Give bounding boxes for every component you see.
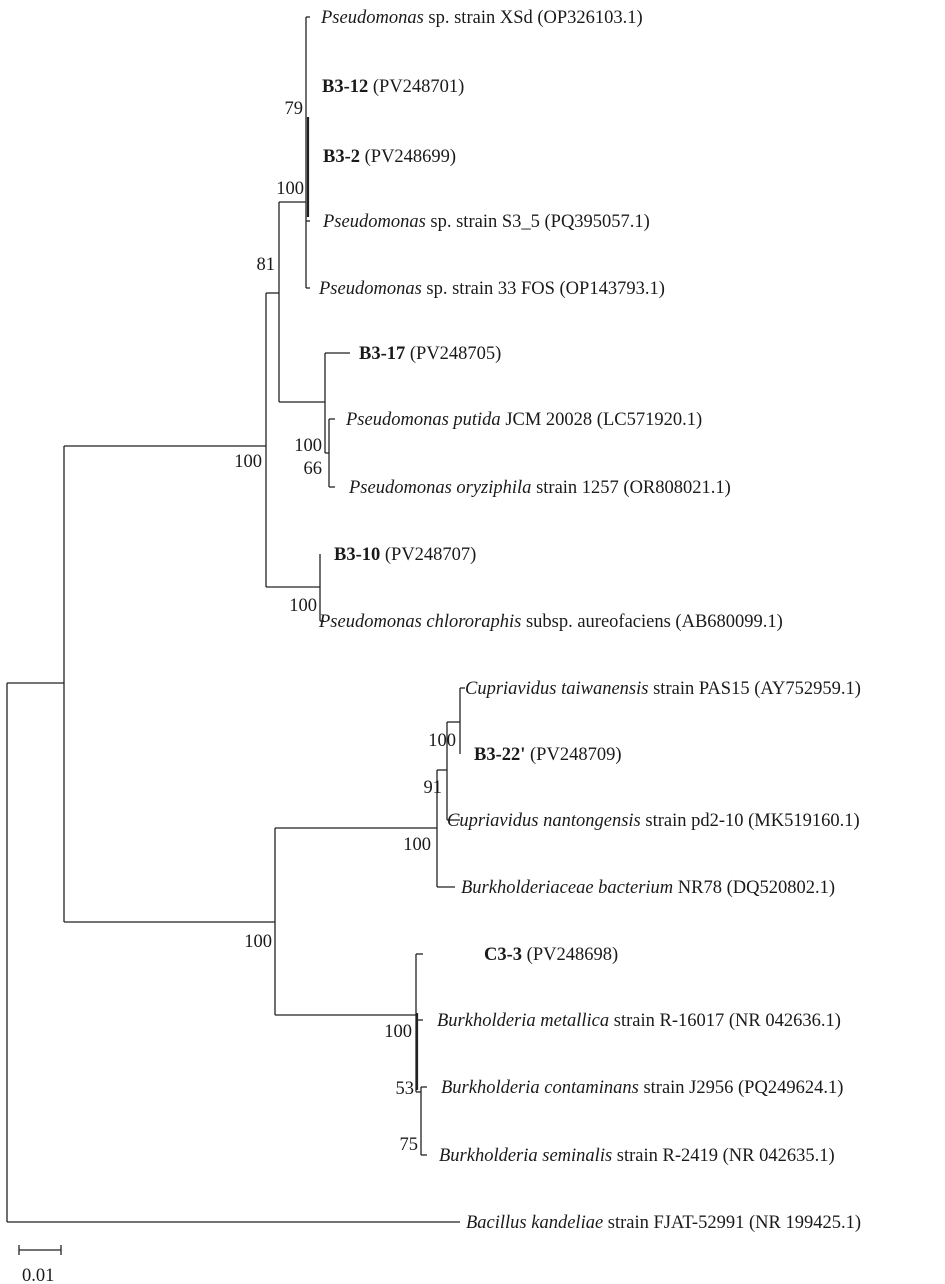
strain-accession: strain R-2419 (NR 042635.1) [612, 1146, 835, 1166]
tip-label: Burkholderia contaminans strain J2956 (P… [441, 1078, 843, 1098]
tip-label: Pseudomonas sp. strain XSd (OP326103.1) [320, 8, 643, 28]
species-name: Burkholderia metallica [437, 1011, 609, 1031]
tip-label: Pseudomonas sp. strain S3_5 (PQ395057.1) [322, 212, 650, 232]
isolate-name: B3-17 [359, 344, 405, 364]
strain-accession: sp. strain S3_5 (PQ395057.1) [426, 212, 650, 232]
species-name: Pseudomonas [320, 8, 424, 28]
tip-label: C3-3 (PV248698) [484, 945, 618, 965]
strain-accession: strain J2956 (PQ249624.1) [639, 1078, 844, 1098]
tip-label: Pseudomonas chlororaphis subsp. aureofac… [318, 612, 783, 632]
bootstrap-value: 81 [257, 255, 276, 275]
tip-label: B3-17 (PV248705) [359, 344, 501, 364]
tip-label: Bacillus kandeliae strain FJAT-52991 (NR… [466, 1213, 861, 1233]
tip-label: Burkholderia metallica strain R-16017 (N… [437, 1011, 841, 1031]
scale-bar-label: 0.01 [22, 1266, 54, 1284]
tip-label: B3-10 (PV248707) [334, 545, 476, 565]
bootstrap-value: 66 [304, 459, 323, 479]
strain-accession: strain FJAT-52991 (NR 199425.1) [603, 1213, 861, 1233]
isolate-name: B3-22' [474, 745, 525, 765]
strain-accession: (PV248701) [368, 77, 464, 97]
bootstrap-value: 91 [424, 778, 443, 798]
isolate-name: C3-3 [484, 945, 522, 965]
bootstrap-value: 100 [384, 1022, 412, 1042]
strain-accession: (PV248707) [380, 545, 476, 565]
species-name: Cupriavidus nantongensis [447, 811, 641, 831]
species-name: Pseudomonas [318, 279, 422, 299]
strain-accession: strain PAS15 (AY752959.1) [648, 679, 860, 699]
tip-label: Cupriavidus taiwanensis strain PAS15 (AY… [465, 679, 861, 699]
strain-accession: strain 1257 (OR808021.1) [531, 478, 730, 498]
species-name: Pseudomonas [322, 212, 426, 232]
strain-accession: (PV248698) [522, 945, 618, 965]
strain-accession: NR78 (DQ520802.1) [673, 878, 835, 898]
bootstrap-value: 100 [294, 436, 322, 456]
tip-label: Burkholderiaceae bacterium NR78 (DQ52080… [461, 878, 835, 898]
bootstrap-value: 53 [396, 1079, 415, 1099]
strain-accession: sp. strain 33 FOS (OP143793.1) [422, 279, 665, 299]
species-name: Burkholderia seminalis [439, 1146, 612, 1166]
bootstrap-value: 79 [285, 99, 304, 119]
tip-label: Burkholderia seminalis strain R-2419 (NR… [439, 1146, 835, 1166]
strain-accession: subsp. aureofaciens (AB680099.1) [521, 612, 783, 632]
tip-label: B3-22' (PV248709) [474, 745, 622, 765]
isolate-name: B3-2 [323, 147, 360, 167]
species-name: Burkholderia contaminans [441, 1078, 639, 1098]
tip-label: B3-2 (PV248699) [323, 147, 456, 167]
tip-label: Pseudomonas putida JCM 20028 (LC571920.1… [345, 410, 702, 430]
bootstrap-value: 100 [428, 731, 456, 751]
bootstrap-value: 75 [400, 1135, 419, 1155]
tip-label: Pseudomonas oryziphila strain 1257 (OR80… [348, 478, 731, 498]
bootstrap-value: 100 [244, 932, 272, 952]
isolate-name: B3-12 [322, 77, 368, 97]
bootstrap-value: 100 [234, 452, 262, 472]
strain-accession: sp. strain XSd (OP326103.1) [424, 8, 643, 28]
species-name: Cupriavidus taiwanensis [465, 679, 648, 699]
strain-accession: JCM 20028 (LC571920.1) [501, 410, 702, 430]
strain-accession: (PV248709) [525, 745, 621, 765]
bootstrap-value: 100 [403, 835, 431, 855]
species-name: Bacillus kandeliae [466, 1213, 603, 1233]
species-name: Pseudomonas oryziphila [348, 478, 531, 498]
isolate-name: B3-10 [334, 545, 380, 565]
strain-accession: (PV248699) [360, 147, 456, 167]
species-name: Pseudomonas chlororaphis [318, 612, 521, 632]
tip-label: Cupriavidus nantongensis strain pd2-10 (… [447, 811, 860, 831]
strain-accession: strain pd2-10 (MK519160.1) [641, 811, 860, 831]
bootstrap-value: 100 [276, 179, 304, 199]
species-name: Burkholderiaceae bacterium [461, 878, 673, 898]
strain-accession: (PV248705) [405, 344, 501, 364]
strain-accession: strain R-16017 (NR 042636.1) [609, 1011, 841, 1031]
tip-label: Pseudomonas sp. strain 33 FOS (OP143793.… [318, 279, 665, 299]
species-name: Pseudomonas putida [345, 410, 501, 430]
bootstrap-value: 100 [289, 596, 317, 616]
tip-label: B3-12 (PV248701) [322, 77, 464, 97]
